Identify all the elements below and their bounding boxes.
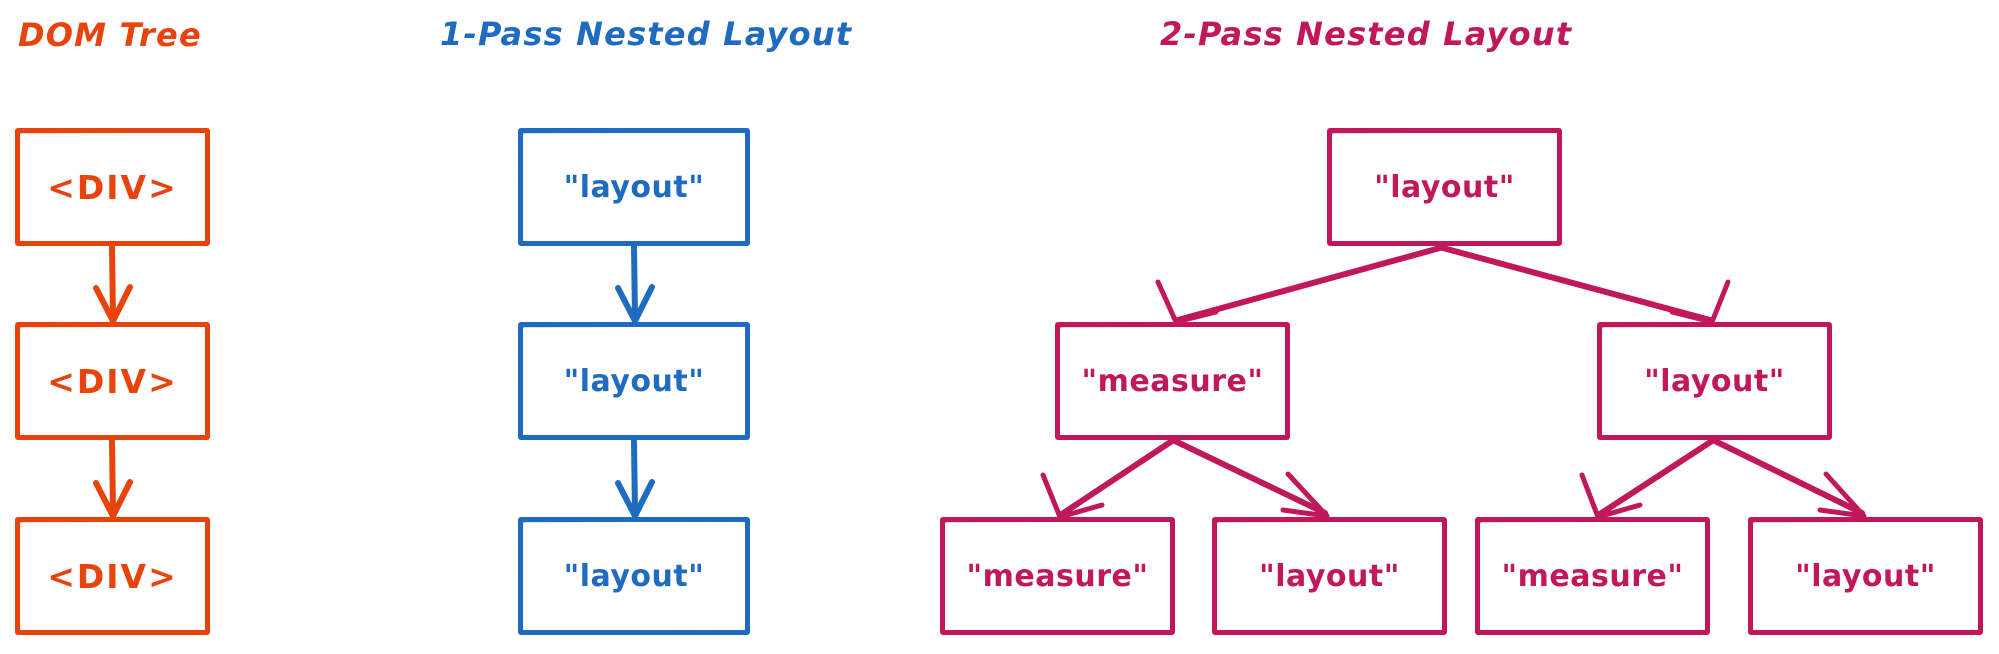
two-pass-arrow-measure-to-layout: [1172, 438, 1330, 519]
dom-node-label: <DIV>: [47, 556, 178, 596]
column-heading-one-pass-nested-layout: 1-Pass Nested Layout: [440, 15, 853, 53]
one-pass-node-box-3[interactable]: "layout": [518, 517, 750, 635]
two-pass-arrow-root-to-left: [1155, 245, 1443, 325]
one-pass-node-box-1[interactable]: "layout": [518, 128, 750, 246]
dom-tree-arrow-2: [93, 438, 133, 519]
dom-node-label: <DIV>: [47, 167, 178, 207]
two-pass-arrow-root-to-right: [1440, 245, 1731, 325]
two-pass-root-box[interactable]: "layout": [1327, 128, 1562, 246]
two-pass-arrow-measure-to-measure: [1040, 438, 1175, 520]
one-pass-node-box-2[interactable]: "layout": [518, 322, 750, 440]
two-pass-level2-box-left[interactable]: "measure": [1055, 322, 1290, 440]
dom-node-label: <DIV>: [47, 361, 178, 401]
two-pass-arrow-layout-to-measure: [1579, 438, 1715, 520]
column-heading-two-pass-nested-layout: 2-Pass Nested Layout: [1160, 15, 1573, 53]
two-pass-level3-label: "measure": [1501, 558, 1684, 594]
dom-node-box-1[interactable]: <DIV>: [15, 128, 210, 246]
dom-node-box-2[interactable]: <DIV>: [15, 322, 210, 440]
dom-tree-arrow-1: [93, 244, 133, 324]
two-pass-level3-label: "layout": [1259, 558, 1400, 594]
two-pass-level2-box-right[interactable]: "layout": [1597, 322, 1832, 440]
two-pass-level3-box-1[interactable]: "measure": [940, 517, 1175, 635]
column-heading-dom-tree: DOM Tree: [18, 16, 202, 54]
one-pass-node-label: "layout": [563, 558, 705, 594]
dom-node-box-3[interactable]: <DIV>: [15, 517, 210, 635]
one-pass-node-label: "layout": [563, 363, 705, 399]
one-pass-arrow-1: [615, 244, 655, 324]
two-pass-level3-box-3[interactable]: "measure": [1475, 517, 1710, 635]
two-pass-arrow-layout-to-layout: [1712, 438, 1867, 519]
one-pass-node-label: "layout": [563, 169, 705, 205]
two-pass-level3-box-4[interactable]: "layout": [1748, 517, 1983, 635]
one-pass-arrow-2: [615, 438, 655, 519]
two-pass-level2-label: "layout": [1644, 363, 1785, 399]
two-pass-level3-box-2[interactable]: "layout": [1212, 517, 1447, 635]
two-pass-level3-label: "measure": [966, 558, 1149, 594]
two-pass-level2-label: "measure": [1081, 363, 1264, 399]
two-pass-root-label: "layout": [1374, 169, 1515, 205]
two-pass-level3-label: "layout": [1795, 558, 1936, 594]
